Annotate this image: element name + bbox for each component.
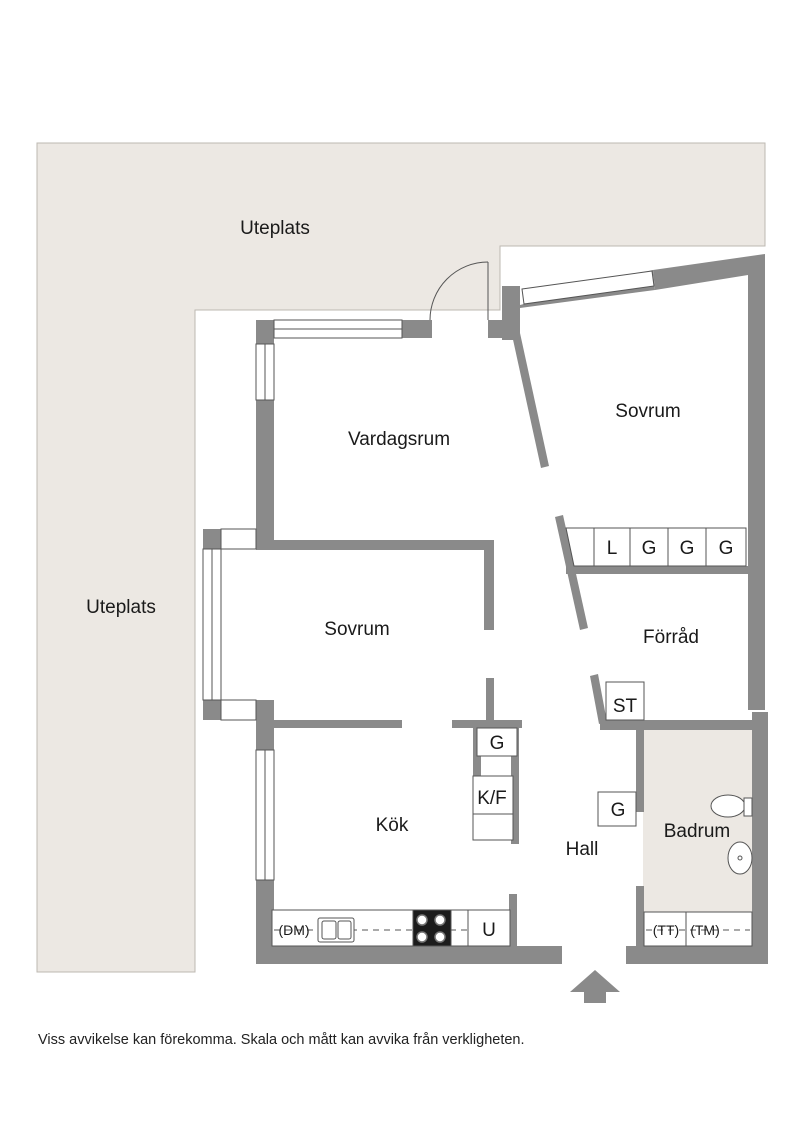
windows: [202, 270, 655, 881]
closet-g1-label: G: [642, 538, 657, 559]
tm-label: (TM): [690, 922, 720, 938]
entrance-arrow-icon: [570, 970, 620, 1003]
bathroom-fixtures: [643, 794, 753, 947]
terrace-area: [36, 142, 766, 973]
label-hall: Hall: [566, 839, 599, 860]
label-forrad: Förråd: [643, 627, 699, 648]
closet-l-label: L: [607, 538, 618, 559]
label-vardagsrum: Vardagsrum: [348, 429, 450, 450]
label-kok: Kök: [376, 815, 409, 836]
kitchen-g-label: G: [490, 733, 505, 754]
hall-g-label: G: [611, 800, 626, 821]
label-sovrum-left: Sovrum: [324, 619, 389, 640]
terrace-door: [429, 261, 489, 321]
disclaimer-text: Viss avvikelse kan förekomma. Skala och …: [38, 1032, 525, 1048]
toilet-icon: [710, 794, 746, 818]
closet-g2-label: G: [680, 538, 695, 559]
label-badrum: Badrum: [664, 821, 731, 842]
label-uteplats-left: Uteplats: [86, 597, 156, 618]
bathroom-floor: [643, 730, 753, 946]
closet-row: [472, 527, 747, 841]
stove-icon: [416, 914, 446, 943]
label-sovrum-right: Sovrum: [615, 401, 680, 422]
kf-label: K/F: [477, 788, 507, 809]
tt-label: (TT): [653, 922, 679, 938]
st-label: ST: [613, 696, 638, 717]
label-uteplats-top: Uteplats: [240, 218, 310, 239]
u-label: U: [482, 920, 496, 941]
dm-label: (DM): [278, 922, 309, 938]
closet-g3-label: G: [719, 538, 734, 559]
